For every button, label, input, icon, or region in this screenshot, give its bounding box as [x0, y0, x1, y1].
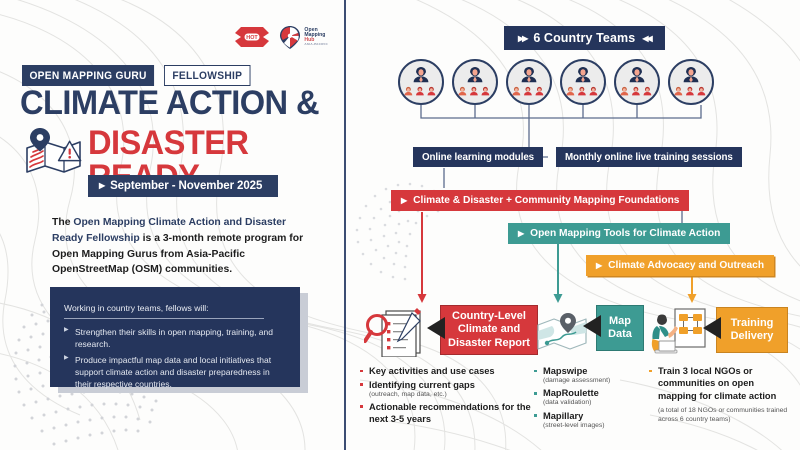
module-box-foundations[interactable]: ▶ Climate & Disaster + Community Mapping… — [391, 190, 690, 211]
list-item: Key activities and use cases — [360, 365, 550, 377]
delivery-box-live-sessions[interactable]: Monthly online live training sessions — [556, 147, 742, 167]
list-item: MapRoulette (data validation) — [534, 387, 644, 408]
bullet-dot-icon — [360, 405, 363, 409]
double-arrow-left-icon: ◀◀ — [642, 33, 652, 43]
bullet-main: Identifying current gaps — [369, 379, 475, 390]
country-team-avatar[interactable] — [668, 59, 714, 105]
omh-line-4: ASIA-PACIFIC — [304, 42, 328, 47]
output-bullets-report: Key activities and use cases Identifying… — [360, 365, 550, 425]
bullet-sub: (damage assessment) — [543, 377, 611, 385]
triangle-right-icon: ▶ — [99, 181, 106, 190]
country-team-avatar[interactable] — [452, 59, 498, 105]
country-teams-row — [398, 59, 714, 105]
country-team-avatar[interactable] — [560, 59, 606, 105]
double-arrow-right-icon: ▶▶ — [518, 33, 528, 43]
list-item: Mapillary (street-level images) — [534, 410, 644, 431]
flow-title-badge: ▶▶ 6 Country Teams ◀◀ — [504, 26, 665, 50]
output-bullets-map-data: Mapswipe (damage assessment) MapRoulette… — [534, 365, 644, 431]
list-item: Train 3 local NGOs or communities on ope… — [649, 365, 794, 424]
map-warning-icon — [26, 128, 82, 173]
bullet-main: Mapillary — [543, 410, 584, 421]
module-label: Climate & Disaster + Community Mapping F… — [413, 195, 680, 206]
logo-group: HOT Open Mapping Hub ASIA-PACIF — [234, 24, 328, 50]
bullet-sub: (outreach, map data, etc.) — [369, 390, 447, 398]
bullet-dot-icon — [534, 391, 537, 395]
right-panel: ▶▶ 6 Country Teams ◀◀ — [344, 0, 800, 450]
badge-fellowship-label: FELLOWSHIP — [164, 65, 251, 86]
module-box-tools[interactable]: ▶ Open Mapping Tools for Climate Action — [508, 223, 731, 244]
output-bullets-training: Train 3 local NGOs or communities on ope… — [649, 365, 794, 424]
svg-text:HOT: HOT — [247, 35, 259, 41]
output-card-training: Training Delivery Train 3 local NGOs or … — [649, 305, 794, 426]
program-dates-badge: ▶ September - November 2025 — [88, 175, 279, 197]
bullet-main: Actionable recommendations for the next … — [369, 401, 531, 425]
module-box-advocacy[interactable]: ▶ Climate Advocacy and Outreach — [586, 255, 775, 276]
delivery-box-label: Monthly online live training sessions — [565, 151, 733, 163]
output-card-report: Country-Level Climate and Disaster Repor… — [360, 305, 550, 427]
callout-arrow-left-icon — [583, 315, 601, 337]
delivery-box-label: Online learning modules — [422, 151, 535, 163]
list-item: Mapswipe (damage assessment) — [534, 365, 644, 386]
fellows-panel-title: Working in country teams, fellows will: — [64, 303, 264, 319]
output-label-map-data[interactable]: Map Data — [596, 305, 644, 351]
program-dates-label: September - November 2025 — [110, 180, 263, 192]
team-people-icon — [404, 67, 436, 96]
intro-paragraph: The Open Mapping Climate Action and Disa… — [52, 215, 310, 278]
bullet-main: Key activities and use cases — [369, 366, 495, 376]
page-title-line-1: CLIMATE ACTION & — [20, 84, 320, 122]
bullet-dot-icon — [360, 383, 363, 386]
output-label-report[interactable]: Country-Level Climate and Disaster Repor… — [440, 305, 538, 355]
report-icon — [364, 308, 421, 357]
triangle-right-icon: ▶ — [518, 229, 525, 238]
team-people-icon — [620, 67, 652, 96]
flow-title-label: 6 Country Teams — [533, 31, 636, 45]
intro-pre: The — [52, 217, 74, 228]
bullet-sub: (street-level images) — [543, 421, 605, 429]
list-item: Identifying current gaps (outreach, map … — [360, 379, 550, 400]
bullet-dot-icon — [360, 369, 363, 373]
delivery-box-online-modules[interactable]: Online learning modules — [413, 147, 544, 167]
module-label: Climate Advocacy and Outreach — [608, 260, 765, 271]
callout-arrow-left-icon — [703, 317, 721, 339]
triangle-right-icon: ▶ — [596, 261, 603, 270]
bullet-sub: (a total of 18 NGOs or communities train… — [658, 406, 788, 423]
open-mapping-hub-logo: Open Mapping Hub ASIA-PACIFIC — [279, 25, 328, 50]
omh-pin-icon — [280, 25, 301, 49]
hot-logo-icon: HOT — [235, 27, 270, 47]
list-item: Actionable recommendations for the next … — [360, 401, 550, 425]
output-card-map-data: Map Data Mapswipe (damage assessment) Ma… — [534, 305, 644, 432]
output-label-training[interactable]: Training Delivery — [716, 307, 788, 353]
country-team-avatar[interactable] — [506, 59, 552, 105]
triangle-right-icon: ▶ — [64, 354, 69, 361]
triangle-right-icon: ▶ — [401, 196, 408, 205]
bullet-main: MapRoulette — [543, 388, 599, 399]
team-people-icon — [512, 67, 544, 96]
bullet-sub: (data validation) — [543, 399, 592, 407]
fellows-bullet-0: Strengthen their skills in open mapping,… — [75, 327, 273, 350]
team-people-icon — [458, 67, 490, 96]
bullet-dot-icon — [534, 369, 537, 373]
bullet-main: Mapswipe — [543, 366, 588, 376]
fellows-bullet-list: ▶ Strengthen their skills in open mapping… — [64, 326, 286, 391]
fellows-panel: Working in country teams, fellows will: … — [50, 287, 300, 389]
bullet-main: Train 3 local NGOs or communities on ope… — [658, 366, 777, 401]
callout-arrow-left-icon — [427, 317, 445, 339]
team-people-icon — [566, 67, 598, 96]
list-item: ▶ Produce impactful map data and local in… — [64, 354, 286, 391]
program-badge: OPEN MAPPING GURU FELLOWSHIP — [22, 65, 257, 86]
country-team-avatar[interactable] — [614, 59, 660, 105]
triangle-right-icon: ▶ — [64, 327, 69, 333]
country-team-avatar[interactable] — [398, 59, 444, 105]
fellows-bullet-1: Produce impactful map data and local ini… — [75, 354, 272, 390]
module-label: Open Mapping Tools for Climate Action — [530, 228, 721, 239]
badge-guru-label: OPEN MAPPING GURU — [22, 65, 155, 86]
list-item: ▶ Strengthen their skills in open mapping… — [64, 326, 286, 351]
left-panel: HOT Open Mapping Hub ASIA-PACIF — [0, 0, 344, 450]
bullet-dot-icon — [534, 414, 537, 417]
bullet-dot-icon — [649, 369, 652, 373]
team-people-icon — [674, 67, 706, 96]
